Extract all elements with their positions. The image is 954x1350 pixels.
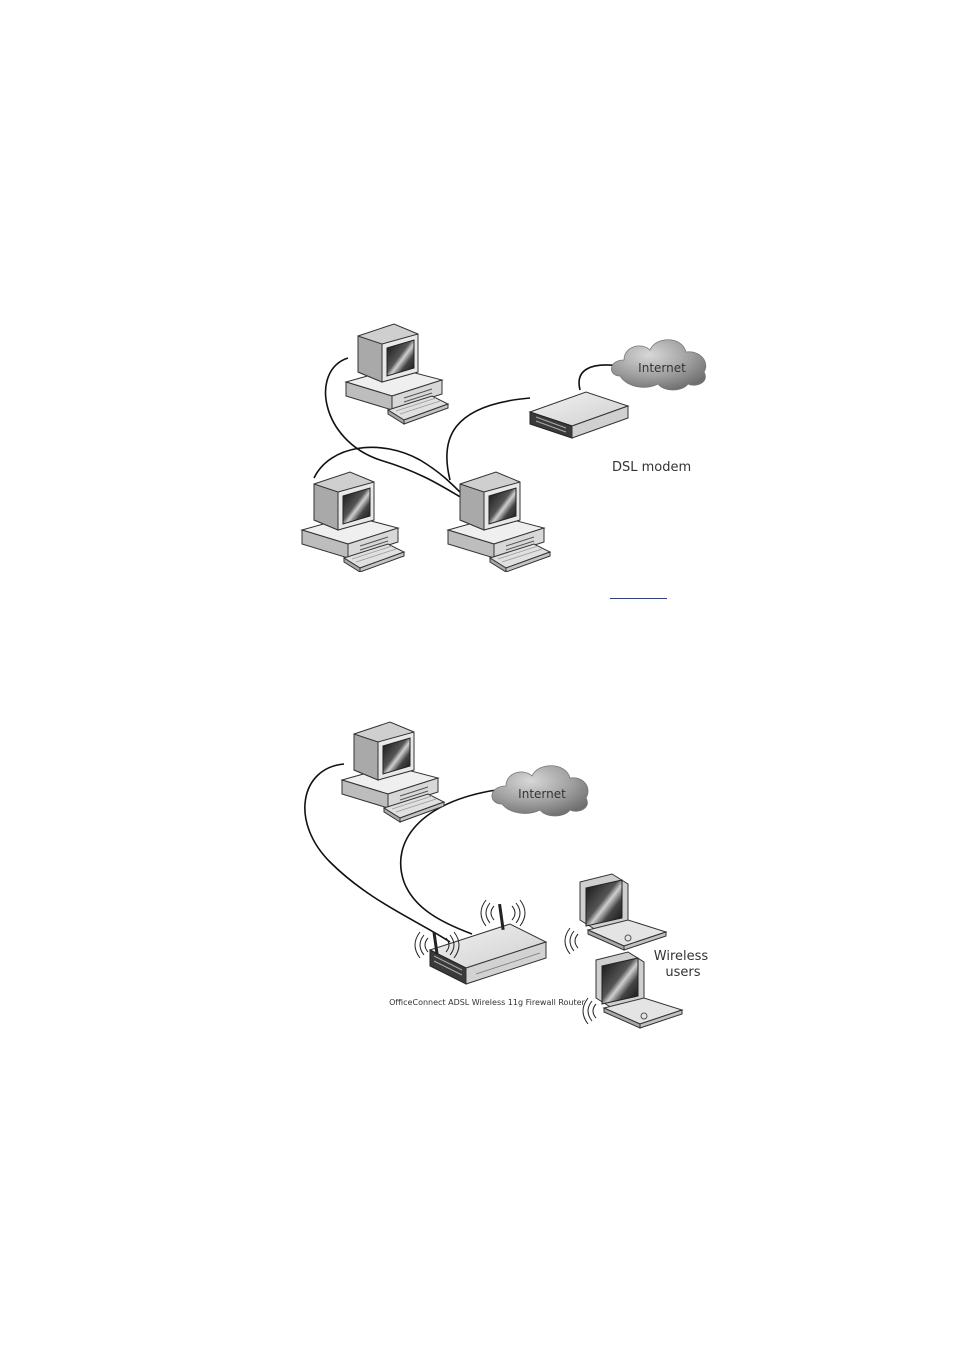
- router-label: OfficeConnect ADSL Wireless 11g Firewall…: [389, 998, 585, 1007]
- wireless-signal-icon: [481, 900, 494, 926]
- desktop-computer-icon: [346, 324, 448, 424]
- wireless-users-label-line2: users: [665, 965, 700, 980]
- desktop-computer-icon: [302, 472, 404, 572]
- dsl-modem-icon: [530, 392, 628, 438]
- wireless-signal-icon: [415, 932, 428, 958]
- wireless-router-icon: [430, 904, 546, 984]
- dsl-modem-label: DSL modem: [612, 460, 691, 475]
- desktop-computer-icon: [448, 472, 550, 572]
- network-diagram-wireless-router: Internet OfficeConnect ADSL Wireless 11g…: [290, 712, 710, 1032]
- wireless-signal-icon: [565, 928, 578, 954]
- wireless-users-label-line1: Wireless: [654, 949, 709, 964]
- cable-pc3-to-modem: [447, 398, 530, 480]
- wireless-signal-icon: [512, 900, 525, 926]
- wireless-signal-icon: [583, 998, 596, 1024]
- internet-label: Internet: [518, 787, 566, 801]
- figure-link-underline[interactable]: [610, 588, 667, 599]
- network-diagram-dsl: Internet DSL modem: [290, 320, 710, 572]
- desktop-computer-icon: [342, 722, 444, 822]
- internet-label: Internet: [638, 361, 686, 375]
- laptop-computer-icon: [580, 874, 666, 950]
